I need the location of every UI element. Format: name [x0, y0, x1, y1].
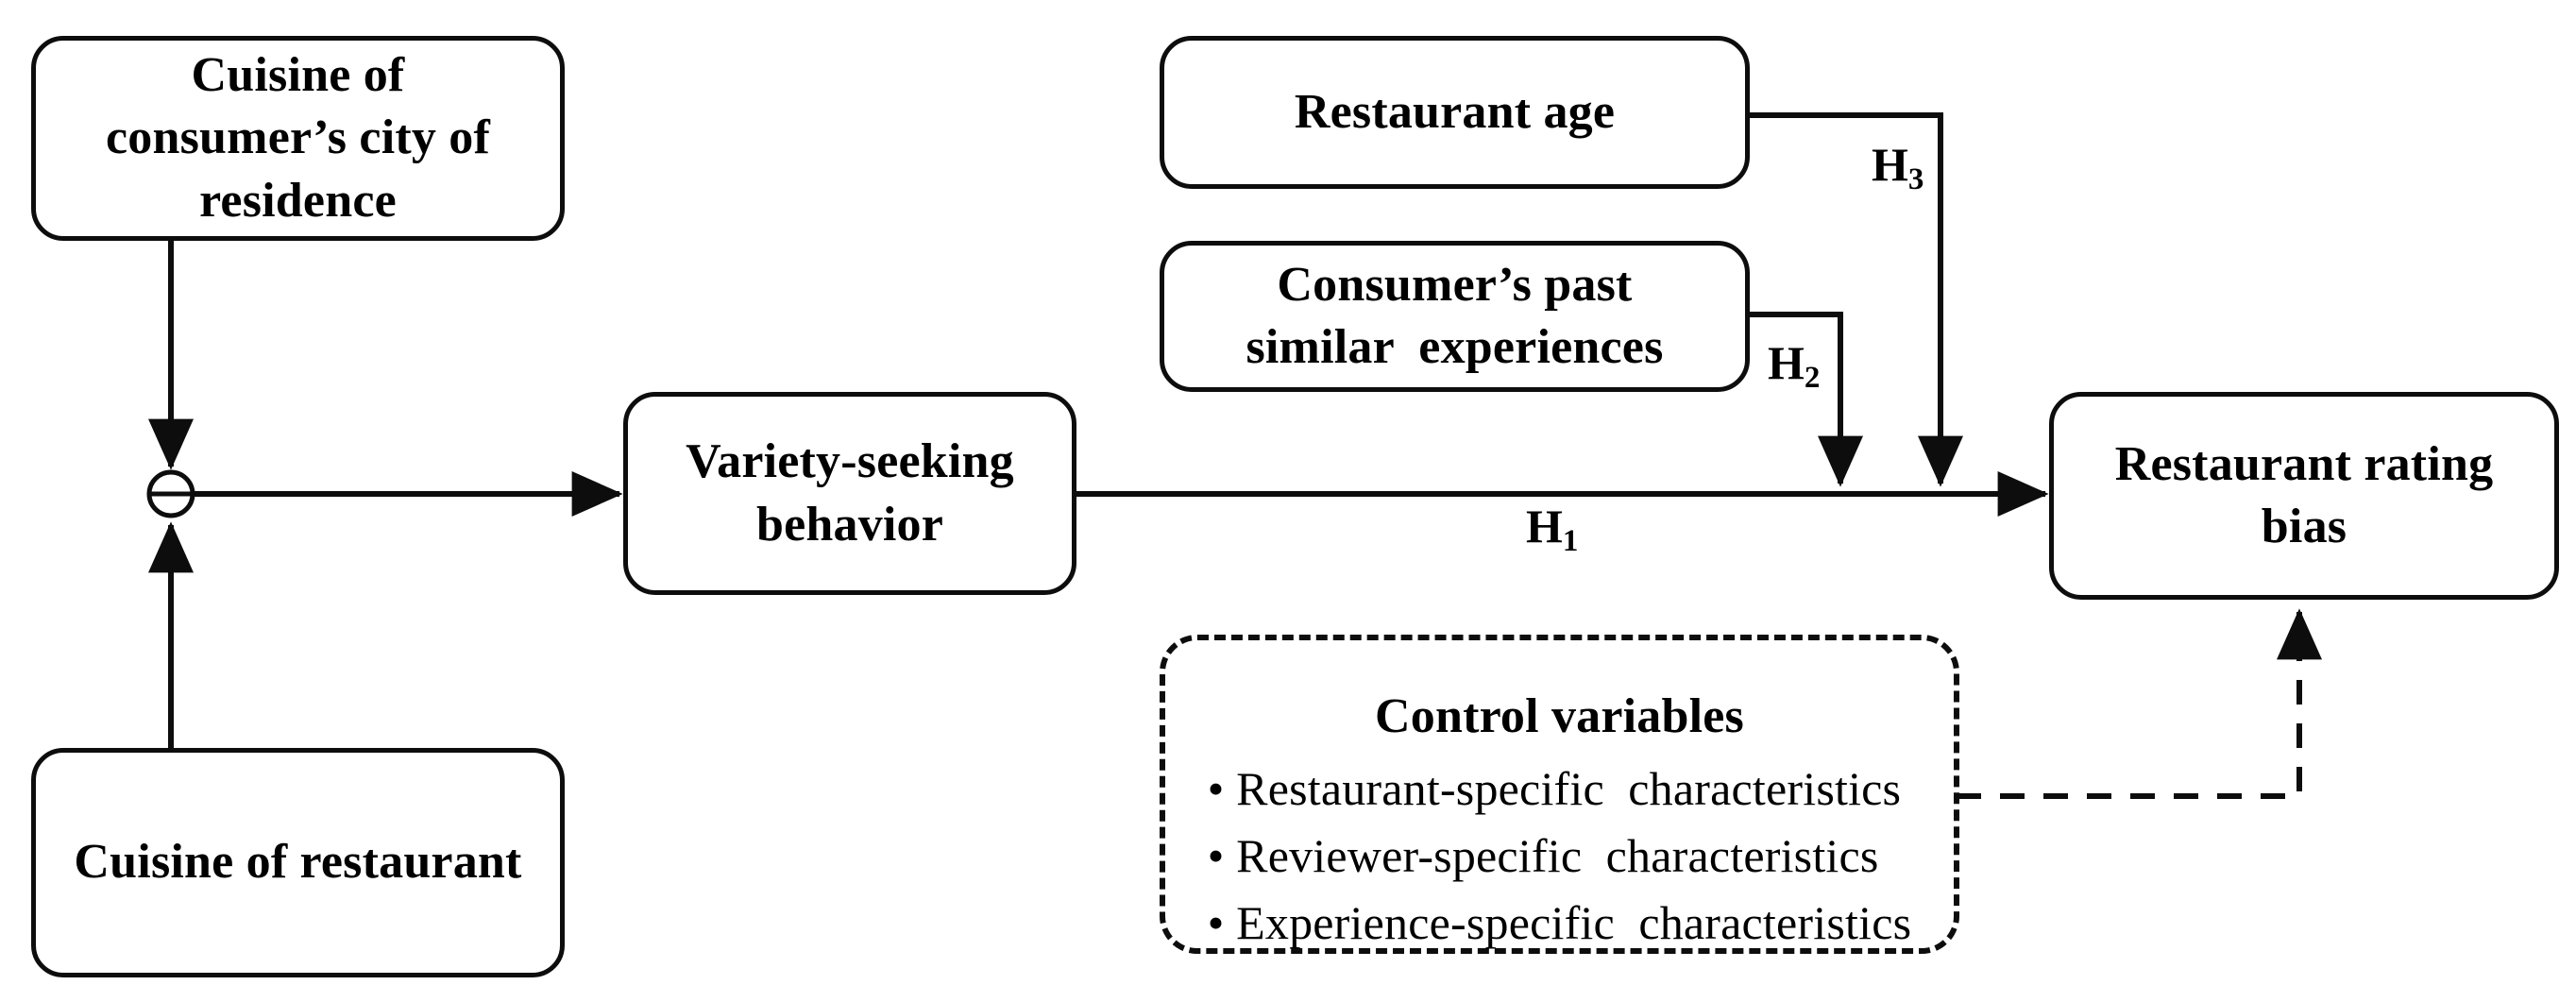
hypothesis-subscript: 2 — [1804, 360, 1821, 395]
list-item: Reviewer-specific characteristics — [1208, 823, 1912, 890]
node-line: residence — [199, 173, 397, 228]
node-line: Restaurant age — [1294, 84, 1616, 139]
list-item: Experience-specific characteristics — [1208, 890, 1912, 957]
node-line: Cuisine of — [191, 48, 405, 103]
node-cuisine-of-restaurant[interactable]: Cuisine of restaurant — [31, 748, 565, 977]
control-variables-title: Control variables — [1375, 689, 1744, 743]
node-variety-seeking-behavior[interactable]: Variety-seeking behavior — [623, 392, 1076, 595]
node-cuisine-of-consumers-city[interactable]: Cuisine of consumer’s city of residence — [31, 36, 565, 241]
hypothesis-subscript: 3 — [1907, 161, 1924, 196]
hypothesis-label-h1: H1 — [1526, 499, 1578, 558]
control-variables-list: Restaurant-specific characteristics Revi… — [1208, 756, 1912, 957]
node-line: behavior — [755, 497, 944, 552]
hypothesis-base: H — [1872, 138, 1908, 191]
node-restaurant-rating-bias[interactable]: Restaurant rating bias — [2049, 392, 2559, 600]
hypothesis-base: H — [1526, 500, 1563, 552]
node-line: Variety-seeking — [686, 434, 1014, 489]
node-line: similar experiences — [1246, 320, 1664, 374]
arrow-control-variables-to-rating-bias — [1957, 608, 2322, 799]
difference-operator-icon — [146, 469, 195, 518]
node-line: Cuisine of restaurant — [74, 835, 522, 890]
hypothesis-subscript: 1 — [1562, 523, 1579, 558]
node-line: Consumer’s past — [1277, 257, 1633, 312]
node-line: consumer’s city of — [106, 110, 490, 165]
hypothesis-label-h3: H3 — [1872, 137, 1924, 196]
node-line: Restaurant rating — [2114, 436, 2494, 491]
node-restaurant-age[interactable]: Restaurant age — [1160, 36, 1750, 189]
list-item: Restaurant-specific characteristics — [1208, 756, 1912, 823]
hypothesis-base: H — [1768, 336, 1805, 389]
node-consumers-past-similar-experiences[interactable]: Consumer’s past similar experiences — [1160, 241, 1750, 392]
node-line: bias — [2261, 500, 2347, 553]
node-control-variables[interactable]: Control variables Restaurant-specific ch… — [1160, 635, 1959, 954]
hypothesis-label-h2: H2 — [1768, 335, 1820, 395]
